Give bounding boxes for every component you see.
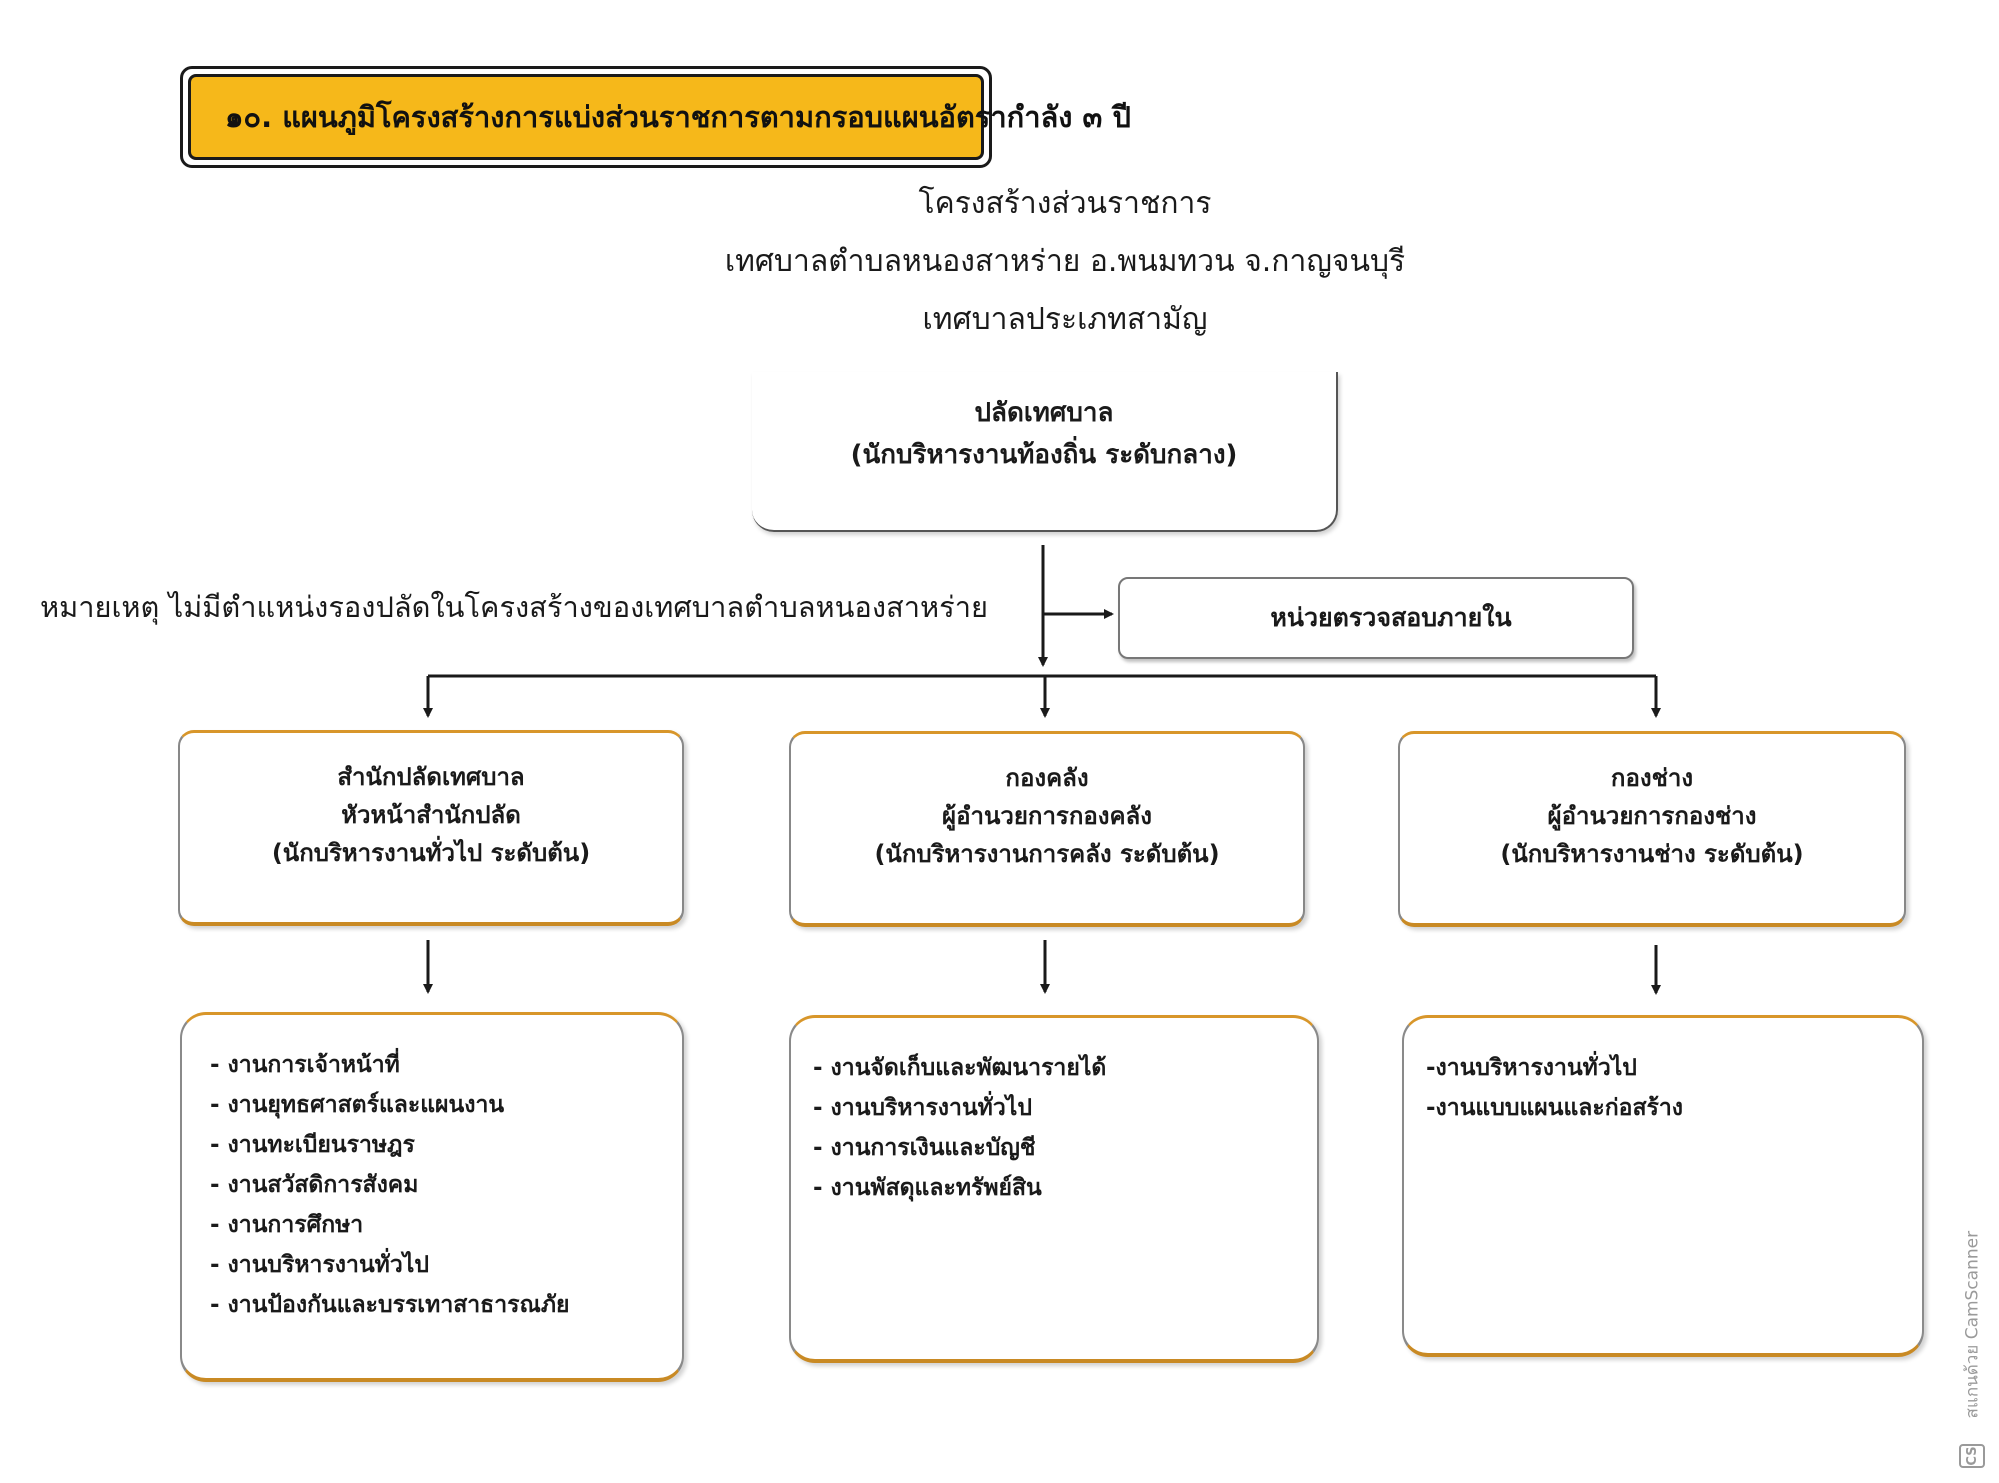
- task-list: - งานจัดเก็บและพัฒนารายได้ - งานบริหารงา…: [813, 1048, 1106, 1208]
- division-head: ผู้อำนวยการกองคลัง: [942, 802, 1152, 830]
- task-item: - งานยุทธศาสตร์และแผนงาน: [210, 1092, 505, 1118]
- scanner-watermark: สแกนด้วย CamScanner CS: [1952, 1215, 1992, 1483]
- internal-audit-box: หน่วยตรวจสอบภายใน: [1118, 577, 1634, 659]
- task-list: - งานการเจ้าหน้าที่ - งานยุทธศาสตร์และแผ…: [210, 1045, 569, 1325]
- task-box-engineering: -งานบริหารงานทั่วไป -งานแบบแผนและก่อสร้า…: [1402, 1015, 1924, 1357]
- task-list: -งานบริหารงานทั่วไป -งานแบบแผนและก่อสร้า…: [1426, 1048, 1683, 1128]
- division-head: หัวหน้าสำนักปลัด: [341, 801, 521, 829]
- chart-title-line1: โครงสร้างส่วนราชการ: [918, 186, 1212, 221]
- task-item: -งานบริหารงานทั่วไป: [1426, 1055, 1637, 1081]
- division-name: กองคลัง: [1005, 764, 1089, 792]
- municipal-clerk-box: ปลัดเทศบาล (นักบริหารงานท้องถิ่น ระดับกล…: [752, 372, 1338, 532]
- section-heading: ๑๐. แผนภูมิโครงสร้างการแบ่งส่วนราชการตาม…: [188, 74, 1131, 160]
- division-rank: (นักบริหารงานการคลัง ระดับต้น): [874, 840, 1220, 868]
- task-box-finance: - งานจัดเก็บและพัฒนารายได้ - งานบริหารงา…: [789, 1015, 1319, 1363]
- camscanner-logo-icon: CS: [1959, 1444, 1985, 1468]
- task-item: - งานการเจ้าหน้าที่: [210, 1052, 400, 1078]
- division-box-engineering: กองช่าง ผู้อำนวยการกองช่าง (นักบริหารงาน…: [1398, 731, 1906, 927]
- division-name: กองช่าง: [1610, 764, 1694, 792]
- task-box-palad-office: - งานการเจ้าหน้าที่ - งานยุทธศาสตร์และแผ…: [180, 1012, 684, 1382]
- chart-title-line3: เทศบาลประเภทสามัญ: [922, 302, 1208, 337]
- municipal-clerk-title: ปลัดเทศบาล: [974, 398, 1114, 428]
- division-box-finance: กองคลัง ผู้อำนวยการกองคลัง (นักบริหารงาน…: [789, 731, 1305, 927]
- task-item: - งานบริหารงานทั่วไป: [813, 1095, 1032, 1121]
- section-heading-frame: ๑๐. แผนภูมิโครงสร้างการแบ่งส่วนราชการตาม…: [180, 66, 1131, 168]
- note-text: หมายเหตุ ไม่มีตำแหน่งรองปลัดในโครงสร้างข…: [40, 590, 988, 624]
- municipal-clerk-rank: (นักบริหารงานท้องถิ่น ระดับกลาง): [850, 440, 1238, 470]
- task-item: -งานแบบแผนและก่อสร้าง: [1426, 1095, 1684, 1121]
- task-item: - งานการศึกษา: [210, 1212, 364, 1238]
- division-box-palad-office: สำนักปลัดเทศบาล หัวหน้าสำนักปลัด (นักบริ…: [178, 730, 684, 926]
- task-item: - งานบริหารงานทั่วไป: [210, 1252, 429, 1278]
- task-item: - งานทะเบียนราษฎร: [210, 1132, 415, 1158]
- division-rank: (นักบริหารงานช่าง ระดับต้น): [1500, 840, 1804, 868]
- task-item: - งานพัสดุและทรัพย์สิน: [813, 1175, 1042, 1201]
- task-item: - งานป้องกันและบรรเทาสาธารณภัย: [210, 1292, 570, 1318]
- division-rank: (นักบริหารงานทั่วไป ระดับต้น): [271, 839, 591, 867]
- task-item: - งานสวัสดิการสังคม: [210, 1172, 419, 1198]
- watermark-text: สแกนด้วย CamScanner: [1962, 1230, 1983, 1419]
- division-head: ผู้อำนวยการกองช่าง: [1547, 802, 1757, 830]
- chart-title-line2: เทศบาลตำบลหนองสาหร่าย อ.พนมทวน จ.กาญจนบุ…: [724, 244, 1406, 279]
- task-item: - งานการเงินและบัญชี: [813, 1135, 1036, 1161]
- division-name: สำนักปลัดเทศบาล: [337, 763, 525, 791]
- task-item: - งานจัดเก็บและพัฒนารายได้: [813, 1055, 1107, 1081]
